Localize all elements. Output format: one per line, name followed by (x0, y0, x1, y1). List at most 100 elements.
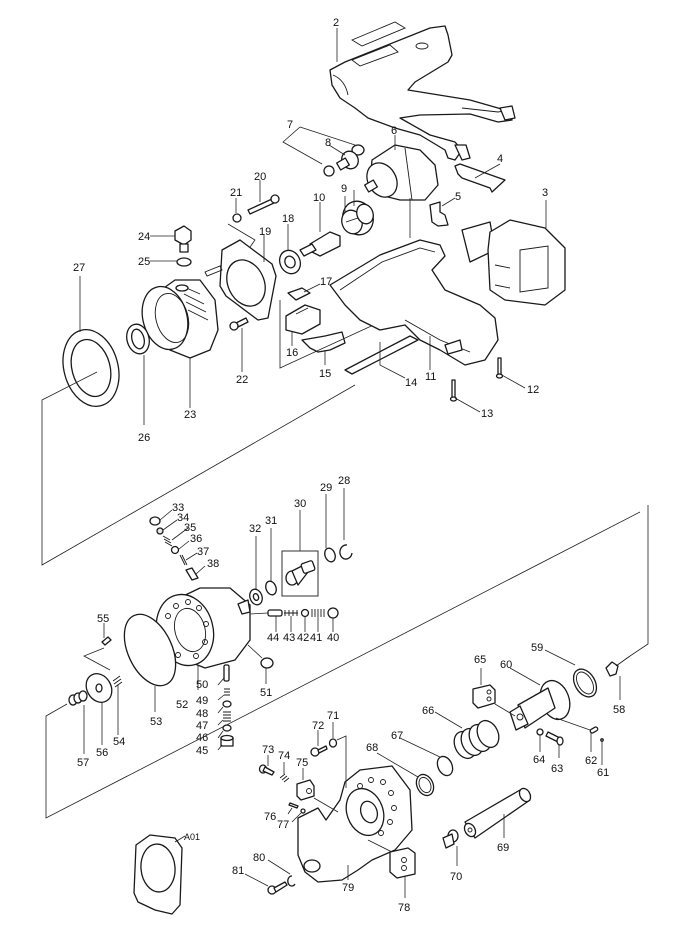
callout-54: 54 (113, 736, 125, 748)
part-81-bolt (267, 881, 288, 895)
callout-20: 20 (254, 171, 266, 183)
part-25-washer (176, 257, 192, 267)
part-38-pin (185, 567, 199, 581)
callout-35: 35 (184, 522, 196, 534)
part-28-snap-ring (339, 544, 353, 560)
callout-8: 8 (325, 137, 331, 149)
part-55-screw (101, 636, 112, 646)
callout-66: 66 (422, 705, 434, 717)
callout-7: 7 (287, 119, 293, 131)
callout-44: 44 (267, 632, 279, 644)
part-58-pin (605, 655, 631, 677)
part-2-housing-upper (329, 21, 516, 161)
part-72-screw (310, 745, 328, 757)
callout-31: 31 (265, 515, 277, 527)
part-18-bearing (278, 249, 302, 275)
callout-65: 65 (474, 654, 486, 666)
part-14-nameplate (344, 335, 419, 375)
callout-51: 51 (260, 687, 272, 699)
part-10-shaft (299, 231, 341, 257)
part-50-pin (223, 664, 230, 682)
callout-72: 72 (312, 720, 324, 732)
callout-11: 11 (425, 371, 436, 383)
callout-49: 49 (196, 695, 208, 707)
callout-37: 37 (197, 546, 209, 558)
callout-45: 45 (196, 745, 208, 757)
callout-73: 73 (262, 744, 274, 756)
part-3-battery (461, 219, 566, 306)
part-21-washer (232, 213, 242, 223)
part-13-screw (449, 379, 458, 402)
part-27-gasket (62, 329, 120, 407)
part-4-clip (454, 163, 506, 193)
callout-15: 15 (319, 368, 331, 380)
callout-22: 22 (236, 374, 248, 386)
callout-4: 4 (497, 153, 503, 165)
part-23-hammer-case (141, 279, 219, 359)
part-30-sleeve-set (281, 550, 319, 597)
part-76-screw (288, 802, 299, 809)
callout-29: 29 (320, 482, 332, 494)
callout-33: 33 (172, 502, 184, 514)
part-22-screw (229, 317, 249, 331)
callout-48: 48 (196, 708, 208, 720)
callout-42: 42 (297, 632, 309, 644)
callout-36: 36 (190, 533, 202, 545)
callout-47: 47 (196, 720, 208, 732)
part-61-pin (600, 738, 604, 742)
callout-2: 2 (333, 17, 339, 29)
callout-21: 21 (230, 187, 242, 199)
part-73-bolt (258, 764, 275, 776)
callout-41: 41 (310, 632, 322, 644)
part-33-cap (149, 516, 161, 526)
callout-77: 77 (277, 819, 289, 831)
callout-78: 78 (398, 902, 410, 914)
part-53-o-ring (123, 613, 177, 687)
callout-25: 25 (138, 256, 150, 268)
callout-3: 3 (542, 187, 548, 199)
callout-24: 24 (138, 231, 150, 243)
callout-6: 6 (391, 125, 397, 137)
callout-26: 26 (138, 432, 150, 444)
part-32-bearing (249, 588, 263, 606)
callout-74: 74 (278, 750, 290, 762)
part-57-spring (68, 690, 88, 706)
callout-52: 52 (176, 699, 188, 711)
callout-43: 43 (283, 632, 295, 644)
part-44-pin (267, 609, 283, 617)
part-51-cap (260, 657, 274, 669)
part-48-washer (222, 700, 232, 708)
part-29-washer (324, 547, 336, 563)
part-31-washer (265, 580, 277, 596)
callout-76: 76 (264, 811, 276, 823)
part-8-gear (323, 144, 365, 177)
part-34-ball (156, 527, 164, 535)
part-19-plate (219, 239, 277, 321)
part-24-bolt (174, 225, 192, 253)
part-47-spring (223, 711, 231, 722)
callout-80: 80 (253, 852, 265, 864)
callout-12: 12 (527, 384, 539, 396)
part-42-ball (300, 608, 310, 618)
callout-9: 9 (341, 183, 347, 195)
part-40-cap (327, 607, 339, 619)
callout-19: 19 (259, 226, 271, 238)
part-26-seal (126, 323, 150, 355)
callout-13: 13 (481, 408, 493, 420)
callout-75: 75 (296, 757, 308, 769)
part-62-pin (589, 726, 599, 734)
part-9-spindle (341, 200, 374, 236)
callout-53: 53 (150, 716, 162, 728)
callout-63: 63 (551, 763, 563, 775)
callout-5: 5 (455, 191, 461, 203)
part-49-spring (224, 688, 230, 696)
callout-18: 18 (282, 213, 294, 225)
part-78-block (389, 847, 416, 879)
callout-34: 34 (177, 512, 189, 524)
part-64-ring (536, 728, 544, 736)
callout-81: 81 (232, 865, 244, 877)
callout-69: 69 (497, 842, 509, 854)
callout-60: 60 (500, 659, 512, 671)
part-66-spring (453, 719, 500, 760)
